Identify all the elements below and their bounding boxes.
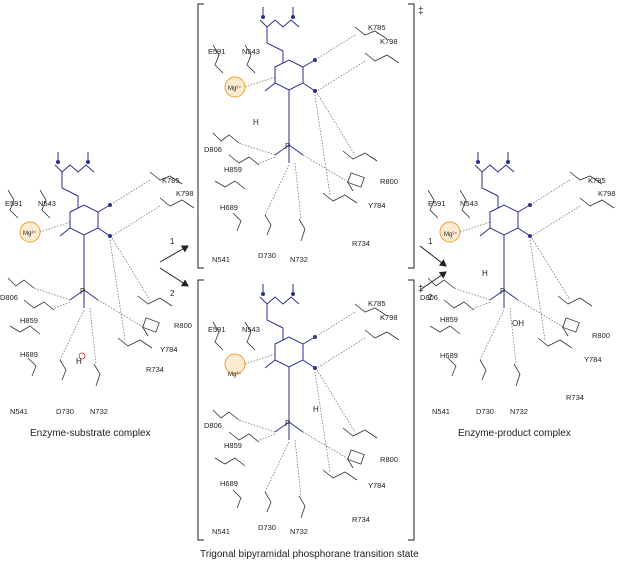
res-n732-left: N732	[90, 407, 108, 416]
res-e591-top: E591	[208, 47, 226, 56]
res-k798-bottom: K798	[380, 313, 398, 322]
res-e591-left: E591	[5, 199, 23, 208]
res-k785-top: K785	[368, 23, 386, 32]
res-y784-bottom: Y784	[368, 481, 386, 490]
res-n732-right: N732	[510, 407, 528, 416]
res-mg-top: Mg²⁺	[228, 85, 242, 92]
res-n541-left: N541	[10, 407, 28, 416]
svg-text:H: H	[76, 357, 82, 366]
res-k785-right: K785	[588, 176, 606, 185]
svg-text:OH: OH	[512, 319, 524, 328]
res-n541-bottom: N541	[212, 527, 230, 536]
res-n543-top: N543	[242, 47, 260, 56]
res-h859-left: H859	[20, 316, 38, 325]
res-d806-top: D806	[204, 145, 222, 154]
res-d806-right: D806	[420, 293, 438, 302]
res-d730-right: D730	[476, 407, 494, 416]
bracket-right-bottom	[408, 279, 415, 541]
res-d730-left: D730	[56, 407, 74, 416]
svg-text:H: H	[482, 269, 488, 278]
res-h689-top: H689	[220, 203, 238, 212]
res-r734-right: R734	[566, 393, 584, 402]
res-n541-right: N541	[432, 407, 450, 416]
res-r800-bottom: R800	[380, 455, 398, 464]
res-k798-right: K798	[598, 189, 616, 198]
ts-complex-1: H	[212, 6, 400, 242]
label-product: Enzyme-product complex	[458, 428, 571, 439]
res-k798-top: K798	[380, 37, 398, 46]
res-e591-bottom: E591	[208, 325, 226, 334]
res-h689-left: H689	[20, 350, 38, 359]
res-r734-bottom: R734	[352, 515, 370, 524]
res-r800-left: R800	[174, 321, 192, 330]
res-r734-top: R734	[352, 239, 370, 248]
ts-complex-2: H	[212, 283, 400, 519]
svg-text:H: H	[313, 405, 319, 414]
res-e591-right: E591	[428, 199, 446, 208]
bracket-left-bottom	[197, 279, 204, 541]
res-d806-bottom: D806	[204, 421, 222, 430]
res-mg-left: Mg²⁺	[23, 230, 37, 237]
label-transition-state: Trigonal bipyramidal phosphorane transit…	[200, 549, 419, 560]
bracket-right-top	[408, 3, 415, 269]
res-d730-bottom: D730	[258, 523, 276, 532]
res-n732-top: N732	[290, 255, 308, 264]
res-r800-top: R800	[380, 177, 398, 186]
res-d806-left: D806	[0, 293, 18, 302]
res-n543-bottom: N543	[242, 325, 260, 334]
res-h689-bottom: H689	[220, 479, 238, 488]
path-1-right: 1	[428, 237, 433, 246]
res-k785-bottom: K785	[368, 299, 386, 308]
product-complex: H OH	[427, 151, 615, 387]
res-r734-left: R734	[146, 365, 164, 374]
res-h859-bottom: H859	[224, 441, 242, 450]
res-n543-right: N543	[460, 199, 478, 208]
res-h859-top: H859	[224, 165, 242, 174]
path-2-right: 2	[428, 293, 433, 302]
res-y784-left: Y784	[160, 345, 178, 354]
label-substrate: Enzyme-substrate complex	[30, 428, 151, 439]
res-y784-top: Y784	[368, 201, 386, 210]
svg-text:H: H	[253, 118, 259, 127]
res-r800-right: R800	[592, 331, 610, 340]
res-d730-top: D730	[258, 251, 276, 260]
path-2-left: 2	[170, 289, 175, 298]
path-1-left: 1	[170, 237, 175, 246]
res-k798-left: K798	[176, 189, 194, 198]
res-h859-right: H859	[440, 315, 458, 324]
res-n543-left: N543	[38, 199, 56, 208]
res-y784-right: Y784	[584, 355, 602, 364]
res-mg-bottom: Mg²⁺	[228, 371, 242, 378]
res-k785-left: K785	[162, 176, 180, 185]
res-n541-top: N541	[212, 255, 230, 264]
substrate-complex: H	[7, 151, 195, 387]
res-mg-right: Mg²⁺	[444, 231, 458, 238]
dagger-top: ‡	[418, 6, 424, 17]
bracket-left-top	[197, 3, 204, 269]
res-h689-right: H689	[440, 351, 458, 360]
res-n732-bottom: N732	[290, 527, 308, 536]
